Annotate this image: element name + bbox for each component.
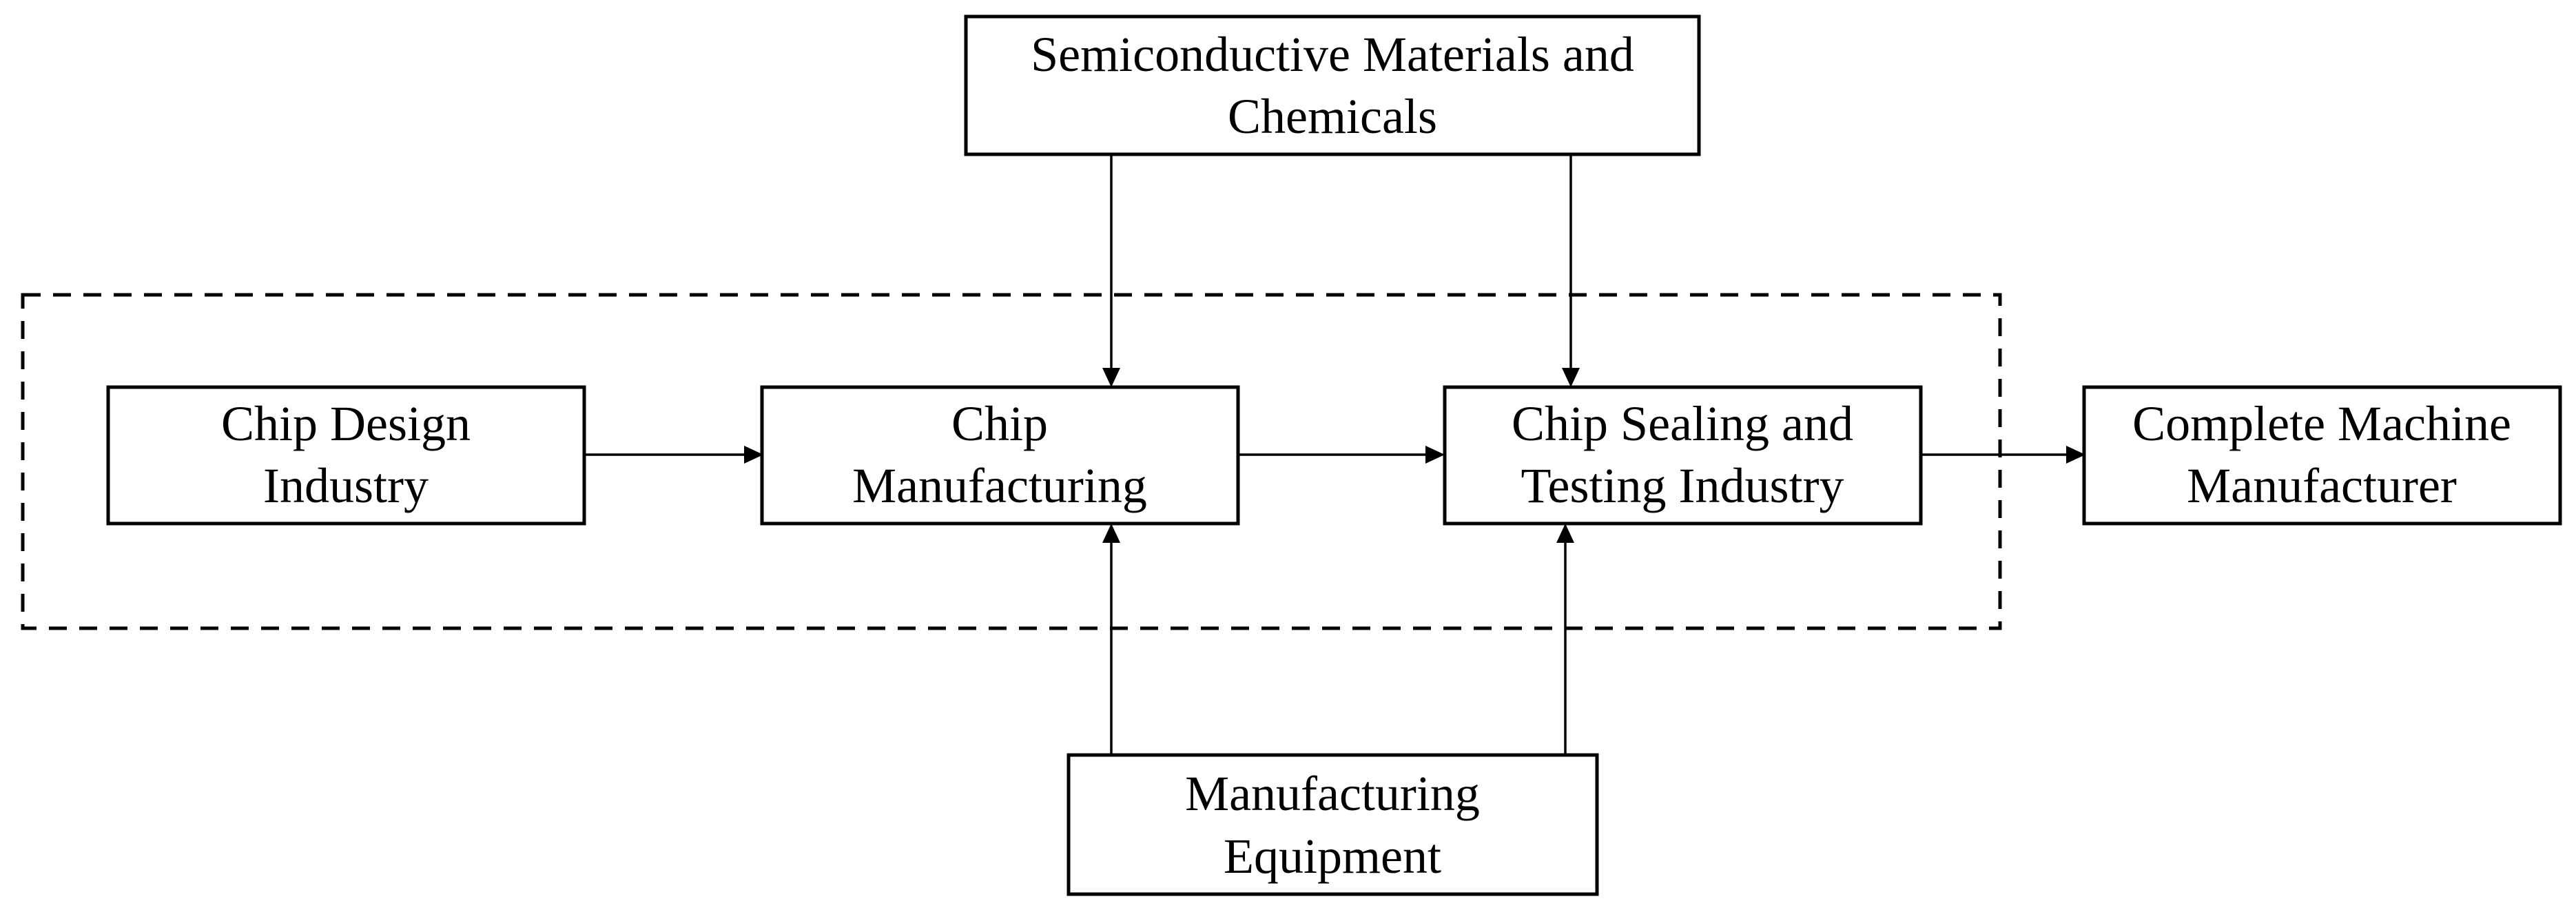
- node-equipment-line2: Equipment: [1224, 829, 1441, 884]
- node-materials-line1: Semiconductive Materials and: [1031, 27, 1634, 82]
- node-machine-line2: Manufacturer: [2187, 458, 2457, 513]
- node-materials-line2: Chemicals: [1228, 89, 1437, 144]
- edge-design-to-manufacturing: [584, 446, 763, 464]
- node-machine-line1: Complete Machine: [2132, 396, 2511, 451]
- node-manufacturing-equipment: Manufacturing Equipment: [1067, 753, 1599, 896]
- edge-materials-to-manufacturing: [1102, 154, 1120, 387]
- node-chip-design-industry: Chip Design Industry: [106, 385, 586, 526]
- node-design-line1: Chip Design: [221, 396, 471, 451]
- edge-equipment-to-manufacturing: [1102, 524, 1120, 755]
- node-design-line2: Industry: [263, 458, 429, 513]
- edge-manufacturing-to-sealing: [1238, 446, 1445, 464]
- node-semiconductive-materials: Semiconductive Materials and Chemicals: [964, 14, 1701, 156]
- node-chip-sealing-testing: Chip Sealing and Testing Industry: [1443, 385, 1923, 526]
- node-manufacturing-line1: Chip: [951, 396, 1048, 451]
- node-sealing-line1: Chip Sealing and: [1512, 396, 1853, 451]
- node-manufacturing-line2: Manufacturing: [852, 458, 1147, 513]
- node-complete-machine-manufacturer: Complete Machine Manufacturer: [2082, 385, 2562, 526]
- edge-equipment-to-sealing: [1556, 524, 1574, 755]
- edge-materials-to-sealing: [1562, 154, 1580, 387]
- node-equipment-line1: Manufacturing: [1185, 766, 1480, 821]
- node-chip-manufacturing: Chip Manufacturing: [760, 385, 1240, 526]
- node-sealing-line2: Testing Industry: [1521, 458, 1844, 513]
- edge-sealing-to-machine: [1921, 446, 2085, 464]
